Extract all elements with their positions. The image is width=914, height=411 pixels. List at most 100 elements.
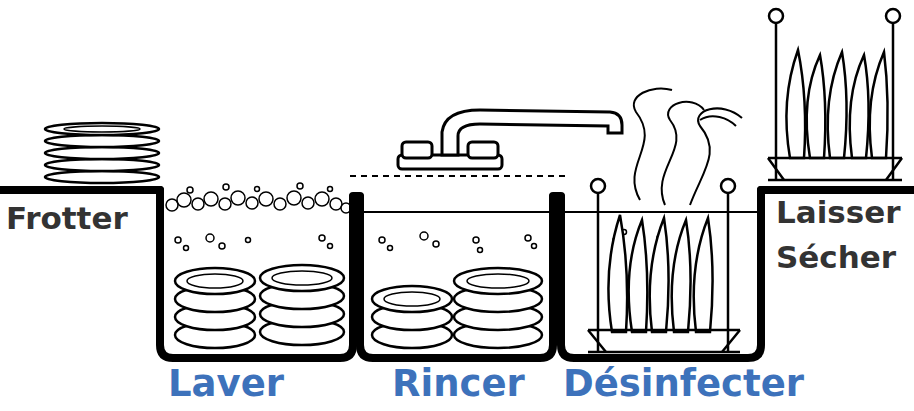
water-bubbles <box>532 244 537 249</box>
disinfect-rack <box>608 215 627 332</box>
drying-rack <box>786 50 805 158</box>
disinfect-rack <box>591 179 605 193</box>
wash-plates <box>187 274 243 288</box>
disinfect-rack <box>694 218 713 332</box>
water-bubbles <box>319 235 325 241</box>
disinfect-rack <box>597 192 600 352</box>
soap-suds <box>328 187 333 192</box>
sink-basins <box>0 186 160 194</box>
step-label: Laisser Sécher <box>776 190 912 280</box>
disinfect-rack <box>672 220 691 332</box>
step-label: Désinfecter <box>563 362 804 406</box>
faucet <box>442 110 622 155</box>
soap-suds <box>204 192 218 206</box>
disinfect-rack <box>588 179 740 352</box>
plate-stack <box>45 123 159 135</box>
rinse-plates <box>372 268 542 348</box>
disinfect-rack <box>650 218 669 332</box>
drying-rack <box>886 9 900 23</box>
step-label: Frotter <box>6 200 128 237</box>
drying-rack <box>768 179 902 182</box>
water-bubbles <box>219 243 225 249</box>
plate-stack <box>45 159 159 171</box>
faucet <box>350 175 570 177</box>
plate-stack <box>45 171 159 183</box>
steam <box>634 88 742 205</box>
drying-rack <box>768 158 902 180</box>
water-bubbles <box>328 244 333 249</box>
disinfect-rack <box>727 192 730 352</box>
drying-rack <box>828 52 847 158</box>
water-bubbles <box>433 241 439 247</box>
water-bubbles <box>478 248 483 253</box>
steam <box>690 108 742 205</box>
faucet <box>402 142 432 158</box>
water-bubbles <box>175 237 181 243</box>
rinse-plates <box>454 268 542 294</box>
plate-stack <box>45 135 159 147</box>
drying-rack <box>870 52 888 158</box>
wash-plates <box>175 268 255 294</box>
disinfect-rack <box>588 351 740 354</box>
sink-basins <box>553 192 561 200</box>
rinse-plates <box>372 286 452 312</box>
water-bubbles <box>379 237 385 243</box>
wash-plates <box>260 265 344 291</box>
drying-rack <box>892 22 895 180</box>
water-line <box>362 211 551 213</box>
soap-suds <box>187 187 193 193</box>
sink-basins <box>0 190 914 358</box>
soap-suds <box>177 193 191 207</box>
soap-suds <box>287 191 301 205</box>
disinfect-rack <box>629 220 648 332</box>
plate-stack <box>45 123 159 183</box>
disinfect-rack <box>588 329 740 332</box>
sink-basins <box>561 190 761 358</box>
soap-suds <box>192 198 204 210</box>
soap-suds <box>330 198 342 210</box>
water-bubbles <box>388 246 393 251</box>
drying-rack <box>768 9 902 180</box>
rinse-plates <box>384 292 440 306</box>
water-bubbles <box>420 232 428 240</box>
sink-basins <box>761 186 914 194</box>
soap-suds <box>223 184 229 190</box>
sink-basins <box>360 197 553 358</box>
soap-suds <box>246 197 258 209</box>
wash-plates <box>272 271 332 285</box>
water-bubbles <box>246 238 251 243</box>
soap-suds <box>274 198 286 210</box>
drying-rack <box>807 55 826 158</box>
water-bubbles <box>175 230 663 253</box>
soap-suds <box>259 192 273 206</box>
water-bubbles <box>206 234 214 242</box>
soap-suds <box>231 191 245 205</box>
rinse-plates <box>467 274 529 288</box>
water-bubbles <box>473 237 479 243</box>
faucet <box>350 110 622 176</box>
disinfect-rack <box>588 330 740 352</box>
soap-suds <box>315 192 329 206</box>
soap-suds <box>166 199 178 211</box>
soap-suds <box>219 198 231 210</box>
drying-rack <box>768 157 902 160</box>
disinfect-rack <box>721 179 735 193</box>
steam <box>700 116 736 126</box>
sink-basins <box>353 192 360 200</box>
soap-suds <box>302 197 314 209</box>
water-bubbles <box>525 235 531 241</box>
faucet <box>468 142 498 158</box>
drying-rack <box>775 22 778 180</box>
plate-stack <box>45 147 159 159</box>
water-bubbles <box>184 246 189 251</box>
drying-rack <box>850 55 869 158</box>
soap-suds <box>166 183 351 213</box>
water-line <box>563 211 759 213</box>
sink-basins <box>160 190 353 358</box>
step-label: Rincer <box>392 362 525 406</box>
steam <box>634 88 672 200</box>
wash-plates <box>175 265 344 348</box>
step-label: Laver <box>168 362 284 406</box>
soap-suds <box>255 187 260 192</box>
